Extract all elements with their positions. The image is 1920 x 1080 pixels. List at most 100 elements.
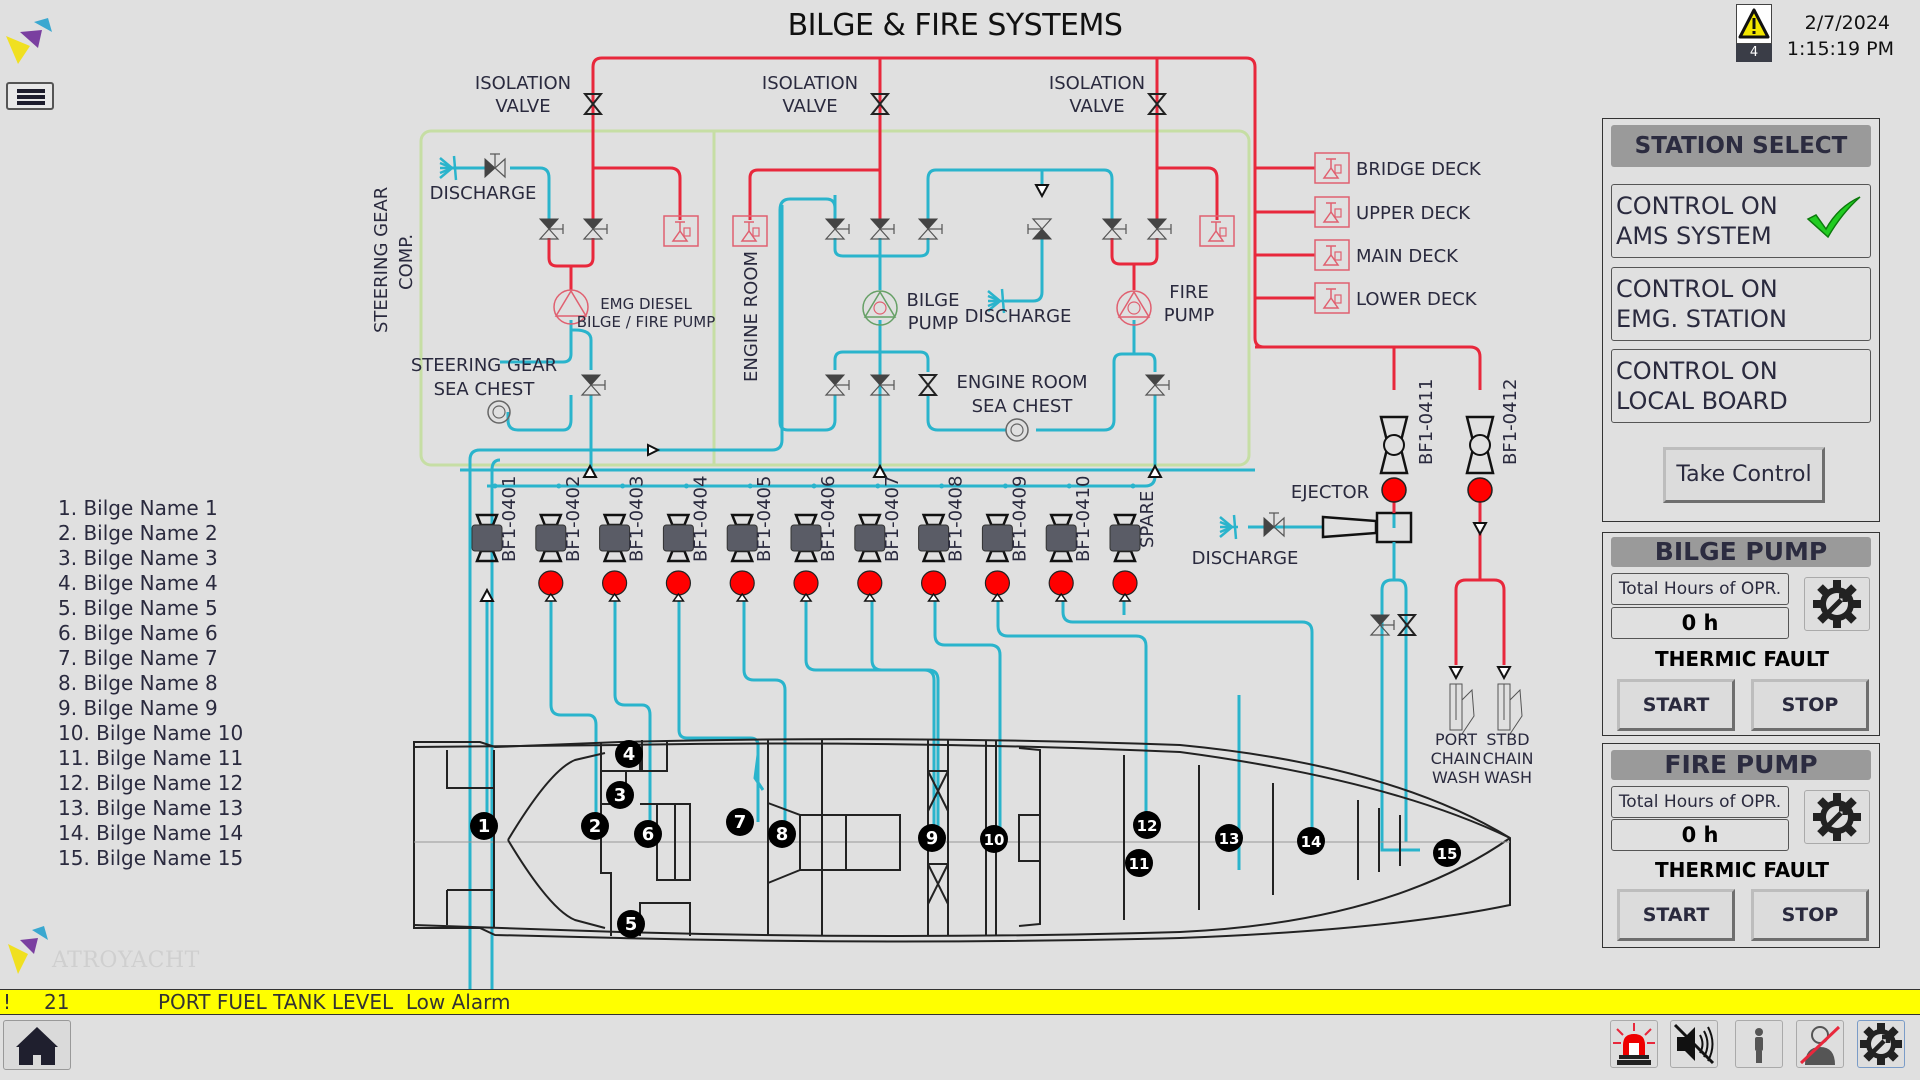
bilge-point-marker[interactable] bbox=[768, 820, 796, 848]
chain-wash-stbd-label: STBD bbox=[1486, 730, 1529, 749]
valve-status-led bbox=[1112, 570, 1138, 596]
flow-arrow bbox=[1118, 592, 1132, 602]
flow-arrow bbox=[735, 592, 749, 602]
manifold-junction bbox=[939, 483, 945, 489]
manifold-valve[interactable] bbox=[1108, 513, 1142, 563]
station-option-ams[interactable]: CONTROL ON AMS SYSTEM bbox=[1611, 184, 1871, 258]
alarm-indicator-button[interactable]: 4 bbox=[1736, 4, 1772, 62]
bilge-point-marker[interactable] bbox=[606, 781, 634, 809]
flow-arrow bbox=[863, 592, 877, 602]
isolation-valve-label: ISOLATION bbox=[1049, 73, 1145, 94]
chain-wash-port-label: CHAIN bbox=[1431, 749, 1482, 768]
manifold-valve-tag: BF1-0406 bbox=[818, 476, 839, 562]
isolation-valve-label: ISOLATION bbox=[475, 73, 571, 94]
bilge-pump-stop-button[interactable]: STOP bbox=[1751, 679, 1869, 731]
valve-status-led bbox=[793, 570, 819, 596]
bilge-point-marker[interactable] bbox=[980, 825, 1008, 853]
logout-button[interactable] bbox=[1796, 1020, 1844, 1068]
station-option-label: CONTROL ON bbox=[1616, 275, 1778, 303]
bilge-point-marker[interactable] bbox=[617, 910, 645, 938]
bilge-point-label: 9 bbox=[926, 828, 939, 849]
bilge-point-marker[interactable] bbox=[615, 740, 643, 768]
bilge-point-marker[interactable] bbox=[1215, 824, 1243, 852]
fire-pump-stop-button[interactable]: STOP bbox=[1751, 889, 1869, 941]
time-display: 1:15:19 PM bbox=[1786, 38, 1894, 60]
manifold-valve[interactable] bbox=[917, 513, 950, 563]
ejector-label: EJECTOR bbox=[1291, 482, 1369, 503]
manifold-valve[interactable] bbox=[789, 513, 823, 563]
bilge-point-label: 8 bbox=[776, 824, 789, 845]
fire-pump-label: PUMP bbox=[1164, 305, 1215, 326]
fire-pump-start-button[interactable]: START bbox=[1617, 889, 1735, 941]
bilge-point-marker[interactable] bbox=[1297, 827, 1325, 855]
bilge-point-label: 10 bbox=[984, 831, 1005, 849]
bilge-point-marker[interactable] bbox=[1433, 839, 1461, 867]
maintenance-gear-icon bbox=[1860, 1023, 1902, 1065]
sea-chest-icon bbox=[487, 400, 511, 424]
station-option-emg[interactable]: CONTROL ON EMG. STATION bbox=[1611, 267, 1871, 341]
mute-icon bbox=[1673, 1023, 1715, 1065]
fire-valves: BF1-0411 BF1-0412 PORT CHAIN WASH STBD C… bbox=[1379, 379, 1533, 787]
bilge-pump-panel: BILGE PUMP Total Hours of OPR. 0 h THERM… bbox=[1602, 532, 1880, 736]
bilge-legend-item: 9. Bilge Name 9 bbox=[58, 696, 218, 720]
alarm-banner[interactable]: ! 21 PORT FUEL TANK LEVEL Low Alarm bbox=[0, 989, 1920, 1015]
bilge-point-label: 6 bbox=[642, 824, 655, 845]
manifold-valve-tag: BF1-0402 bbox=[563, 476, 584, 562]
bilge-pump-label: BILGE bbox=[906, 290, 959, 311]
bilge-point-marker[interactable] bbox=[918, 824, 946, 852]
flow-arrow bbox=[608, 592, 622, 602]
fire-pump-label: FIRE bbox=[1169, 282, 1209, 303]
alarm-message: PORT FUEL TANK LEVEL Low Alarm bbox=[158, 990, 511, 1014]
company-logo bbox=[4, 8, 56, 64]
deck-hydrant-label: MAIN DECK bbox=[1356, 246, 1459, 267]
station-option-local[interactable]: CONTROL ON LOCAL BOARD bbox=[1611, 349, 1871, 423]
isolation-valve-label: VALVE bbox=[1069, 96, 1124, 117]
manifold-valve[interactable] bbox=[662, 513, 695, 563]
hamburger-menu-icon bbox=[17, 89, 45, 93]
bilge-point-marker[interactable] bbox=[1133, 811, 1161, 839]
siren-button[interactable] bbox=[1610, 1020, 1658, 1068]
bilge-point-marker[interactable] bbox=[1125, 849, 1153, 877]
manifold-valve[interactable] bbox=[470, 513, 504, 563]
bilge-pump-start-button[interactable]: START bbox=[1617, 679, 1735, 731]
take-control-button[interactable]: Take Control bbox=[1663, 447, 1825, 503]
manifold-junction bbox=[747, 483, 753, 489]
maintenance-button[interactable] bbox=[1804, 577, 1870, 631]
bilge-point-label: 3 bbox=[614, 785, 627, 806]
compartment-label-steering: STEERING GEAR bbox=[371, 187, 392, 333]
valve-status-led bbox=[665, 570, 692, 596]
settings-button[interactable] bbox=[1857, 1020, 1905, 1068]
manifold-valve[interactable] bbox=[598, 513, 631, 563]
home-button[interactable] bbox=[3, 1020, 71, 1070]
maintenance-button[interactable] bbox=[1804, 790, 1870, 844]
fire-pump-title: FIRE PUMP bbox=[1611, 750, 1871, 780]
flow-arrow bbox=[544, 592, 558, 602]
manifold-valve[interactable] bbox=[1044, 513, 1078, 563]
bilge-legend-item: 10. Bilge Name 10 bbox=[58, 721, 244, 745]
bilge-point-marker[interactable] bbox=[470, 812, 498, 840]
manifold-valve-tag: SPARE bbox=[1137, 491, 1158, 548]
bilge-point-label: 2 bbox=[589, 816, 602, 837]
fire-main-lines bbox=[547, 56, 1506, 665]
manifold-junction bbox=[1066, 483, 1072, 489]
ejector-discharge-label: DISCHARGE bbox=[1192, 548, 1299, 569]
home-icon bbox=[16, 1027, 58, 1065]
manifold-valve-tag: BF1-0405 bbox=[754, 476, 775, 562]
manifold-valve[interactable] bbox=[725, 513, 759, 563]
menu-button[interactable] bbox=[6, 82, 54, 110]
bilge-fire-diagram: EJECTOR DISCHARGE BF1-0411 BF1-0412 PORT… bbox=[371, 56, 1533, 1000]
manifold-valve[interactable] bbox=[853, 513, 887, 563]
mute-button[interactable] bbox=[1670, 1020, 1718, 1068]
manifold-valve-tag: BF1-0401 bbox=[499, 476, 520, 562]
compartment-label-steering: COMP. bbox=[396, 234, 417, 290]
bilge-point-marker[interactable] bbox=[581, 812, 609, 840]
user-button[interactable] bbox=[1735, 1020, 1783, 1068]
bilge-point-marker[interactable] bbox=[634, 820, 662, 848]
manifold-valve[interactable] bbox=[981, 513, 1014, 563]
bilge-point-marker[interactable] bbox=[726, 808, 754, 836]
manifold-valve-tag: BF1-0408 bbox=[946, 476, 967, 562]
manifold-valve[interactable] bbox=[534, 513, 568, 563]
bilge-point-label: 5 bbox=[625, 914, 638, 935]
bilge-legend-item: 3. Bilge Name 3 bbox=[58, 546, 218, 570]
